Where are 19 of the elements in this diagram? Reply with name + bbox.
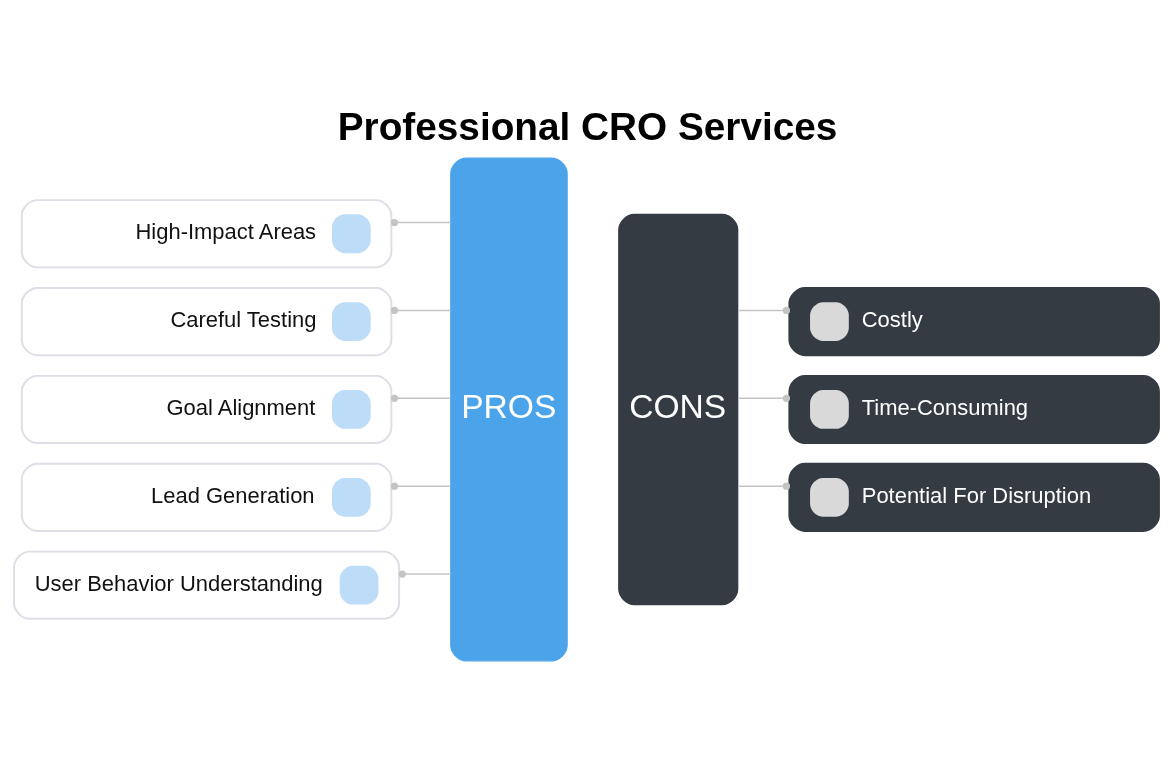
node-box: Careful Testing bbox=[20, 286, 393, 356]
node-box: PROS bbox=[450, 157, 568, 661]
connector bbox=[737, 306, 791, 314]
connector bbox=[390, 306, 452, 314]
node-box: Lead Generation bbox=[20, 462, 393, 532]
connector bbox=[390, 218, 452, 226]
node-box: Goal Alignment bbox=[20, 374, 393, 444]
connector bbox=[398, 569, 452, 578]
node-box: Time-Consuming bbox=[788, 374, 1160, 444]
node-box: Potential For Disruption bbox=[788, 462, 1160, 532]
diagram-title: Professional CRO Services bbox=[337, 104, 838, 148]
node-box: User Behavior Understanding bbox=[13, 550, 401, 620]
node-box: Costly bbox=[788, 286, 1160, 356]
connector bbox=[737, 482, 791, 490]
connector bbox=[390, 394, 452, 402]
connector bbox=[737, 394, 791, 402]
node-box: High-Impact Areas bbox=[20, 198, 393, 268]
node-box: CONS bbox=[618, 213, 739, 605]
connector bbox=[390, 482, 452, 490]
